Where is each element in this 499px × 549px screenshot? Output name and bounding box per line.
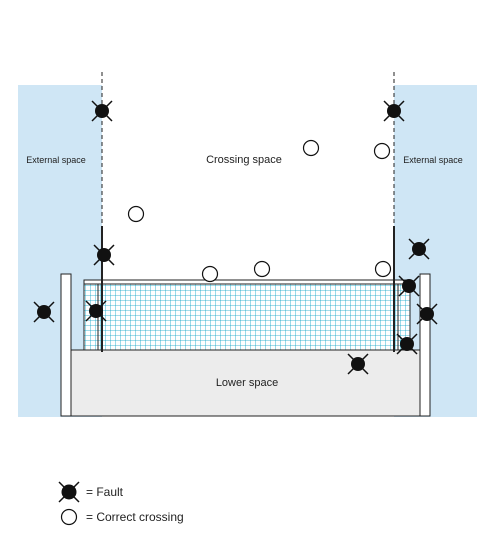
correct-crossing-marker (302, 139, 320, 157)
fault-marker (33, 301, 55, 323)
fault-marker (347, 353, 369, 375)
markers-group (33, 100, 438, 375)
fault-marker (396, 333, 418, 355)
fault-marker (416, 303, 438, 325)
legend-fault: = Fault (58, 481, 123, 503)
correct-crossing-marker (373, 142, 391, 160)
correct-crossing-marker (374, 260, 392, 278)
fault-marker (93, 244, 115, 266)
lower-space-label: Lower space (216, 377, 278, 389)
legend-fault-label: = Fault (86, 485, 124, 499)
fault-marker (85, 300, 107, 322)
crossing-space-label: Crossing space (206, 154, 282, 166)
correct-crossing-icon (60, 508, 78, 526)
correct-crossing-marker (253, 260, 271, 278)
net-top-band (83, 279, 411, 285)
fault-icon (58, 481, 80, 503)
external-space-right-label: External space (403, 155, 463, 165)
legend-correct-label: = Correct crossing (86, 510, 184, 524)
fault-marker (398, 275, 420, 297)
correct-crossing-marker (127, 205, 145, 223)
net (83, 281, 411, 351)
post-right (419, 273, 431, 417)
fault-marker (408, 238, 430, 260)
correct-crossing-marker (201, 265, 219, 283)
fault-marker (91, 100, 113, 122)
fault-marker (383, 100, 405, 122)
legend-correct-crossing: = Correct crossing (58, 506, 184, 528)
post-left (60, 273, 72, 417)
external-space-left-label: External space (26, 155, 86, 165)
